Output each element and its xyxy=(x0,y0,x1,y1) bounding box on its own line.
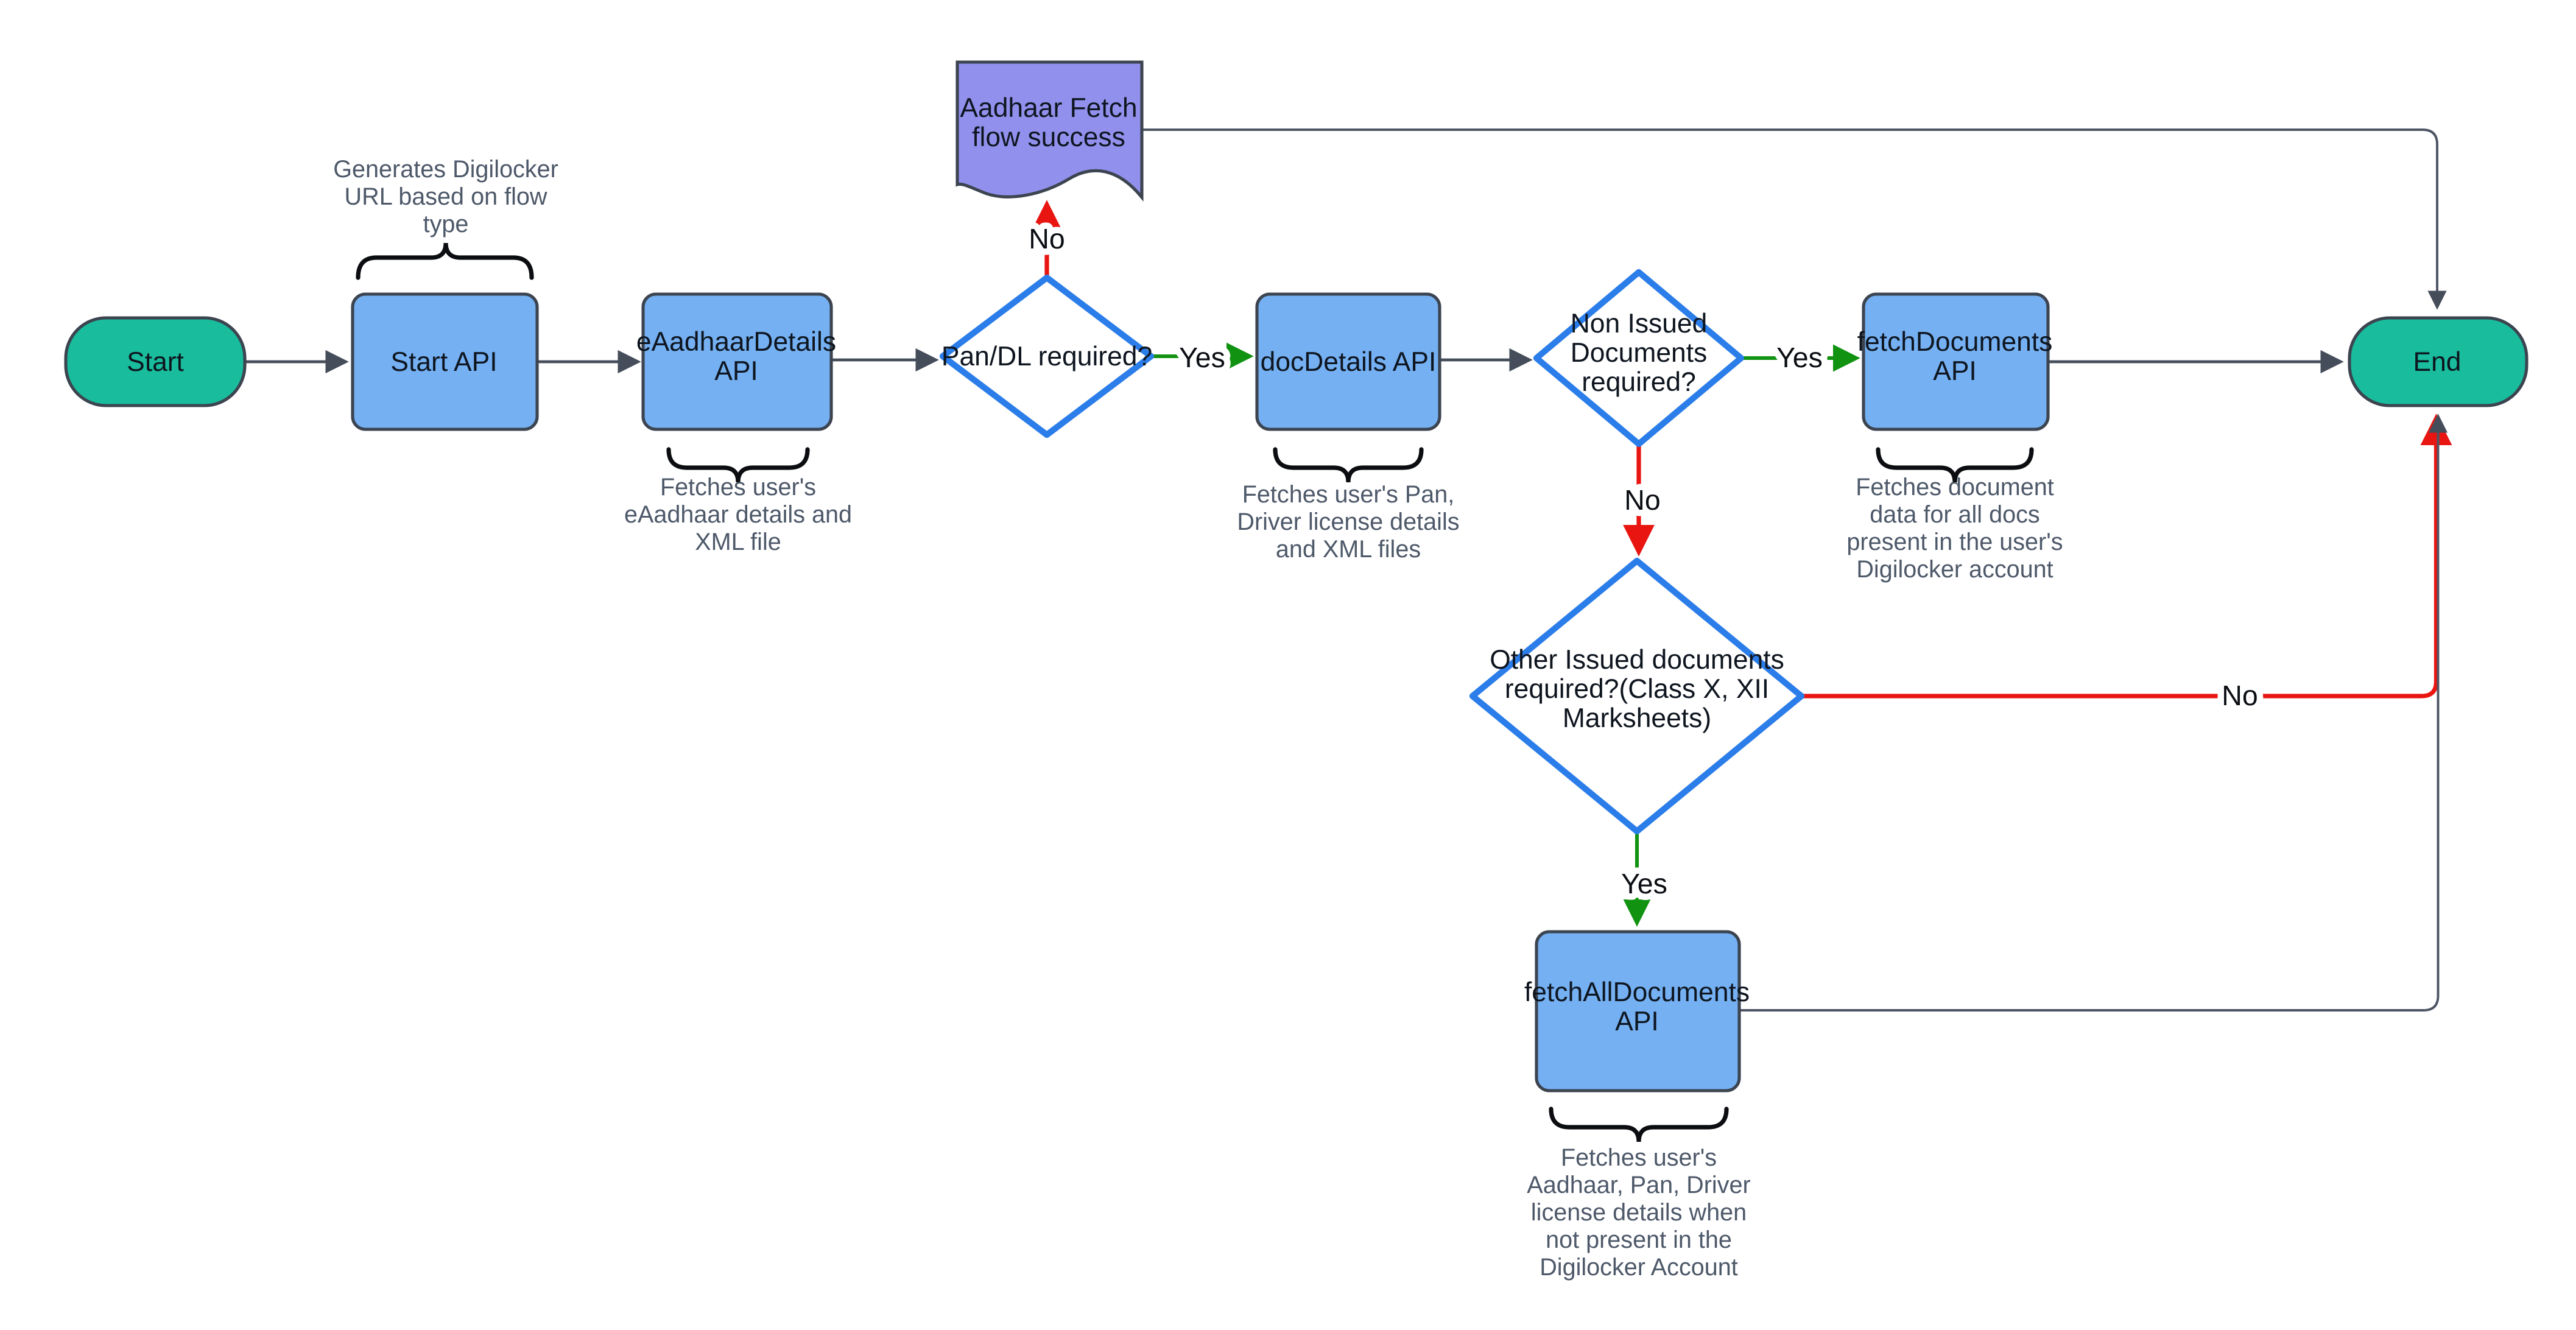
edge-label-otherissued-yes: Yes xyxy=(1621,868,1667,899)
note-fetchalldocuments-line4: not present in the xyxy=(1546,1226,1732,1253)
note-eaadhaar-line2: eAadhaar details and xyxy=(624,501,852,528)
node-aadhaar-success-label-line1: Aadhaar Fetch xyxy=(960,93,1137,123)
node-nonissued-label-line1: Non Issued xyxy=(1571,309,1708,339)
note-start-api-line2: URL based on flow xyxy=(345,183,547,210)
edge-label-pandl-yes: Yes xyxy=(1179,342,1225,373)
edge-labels: No Yes Yes No No Yes xyxy=(1022,217,2264,906)
edges xyxy=(245,128,2452,1012)
note-fetchdocuments-line4: Digilocker account xyxy=(1856,556,2053,583)
note-fetchdocuments: Fetches document data for all docs prese… xyxy=(1846,474,2063,583)
braces xyxy=(356,242,2034,1142)
edge-label-nonissued-no: No xyxy=(1624,484,1660,516)
node-fetchdocuments-label-line1: fetchDocuments xyxy=(1857,327,2053,357)
note-docdetails-line1: Fetches user's Pan, xyxy=(1242,481,1455,508)
node-nonissued-decision[interactable] xyxy=(1533,269,1745,448)
node-eaadhaar-api-label-line2: API xyxy=(714,356,758,386)
note-fetchalldocuments-line5: Digilocker Account xyxy=(1540,1254,1738,1281)
note-start-api-line3: type xyxy=(423,211,469,237)
node-otherissued-label-line1: Other Issued documents xyxy=(1490,645,1784,675)
node-end-label: End xyxy=(2413,347,2462,377)
note-fetchalldocuments: Fetches user's Aadhaar, Pan, Driver lice… xyxy=(1527,1144,1750,1281)
note-eaadhaar-line3: XML file xyxy=(695,529,781,555)
node-docdetails-api-label: docDetails API xyxy=(1261,347,1437,377)
node-start-api[interactable] xyxy=(351,292,539,431)
nodes: Start Start API eAadhaarDetails API Pan/… xyxy=(64,60,2528,1092)
node-eaadhaar-api-label-line1: eAadhaarDetails xyxy=(636,327,836,357)
note-fetchdocuments-line2: data for all docs xyxy=(1870,501,2039,528)
note-docdetails: Fetches user's Pan, Driver license detai… xyxy=(1237,481,1459,563)
node-start-label: Start xyxy=(127,347,184,377)
edge-fetchall-to-end[interactable] xyxy=(1739,413,2448,1012)
annotation-notes: Generates Digilocker URL based on flow t… xyxy=(333,156,2063,1281)
note-fetchalldocuments-line3: license details when xyxy=(1531,1199,1747,1226)
note-eaadhaar-line1: Fetches user's xyxy=(660,474,816,501)
edge-success-to-end[interactable] xyxy=(1142,128,2447,310)
edge-label-otherissued-no: No xyxy=(2222,680,2258,711)
node-end[interactable] xyxy=(2348,316,2528,407)
node-nonissued-label-line3: required? xyxy=(1582,367,1696,397)
node-fetchdocuments-label-line2: API xyxy=(1933,356,1977,386)
note-start-api: Generates Digilocker URL based on flow t… xyxy=(333,156,558,237)
note-fetchalldocuments-line2: Aadhaar, Pan, Driver xyxy=(1527,1172,1750,1198)
node-pandl-decision[interactable] xyxy=(939,274,1155,438)
note-fetchdocuments-line1: Fetches document xyxy=(1856,474,2054,501)
note-eaadhaar: Fetches user's eAadhaar details and XML … xyxy=(624,474,852,555)
node-aadhaar-success-label-line2: flow success xyxy=(972,122,1125,152)
node-docdetails-api[interactable] xyxy=(1255,292,1441,431)
node-otherissued-label-line3: Marksheets) xyxy=(1563,703,1711,733)
brace-below-docdetails xyxy=(1273,447,1424,483)
node-otherissued-decision[interactable] xyxy=(1469,557,1805,835)
node-fetchalldocuments-label-line2: API xyxy=(1615,1007,1659,1036)
edge-label-nonissued-yes: Yes xyxy=(1776,342,1823,373)
node-fetchalldocuments-label-line1: fetchAllDocuments xyxy=(1524,977,1750,1007)
brace-above-start-api xyxy=(356,242,534,280)
edge-otherissued-no-to-end[interactable] xyxy=(1801,413,2452,698)
node-fetchalldocuments-api[interactable] xyxy=(1535,930,1741,1092)
note-start-api-line1: Generates Digilocker xyxy=(333,156,558,183)
node-eaadhaar-api[interactable] xyxy=(641,292,833,431)
note-docdetails-line3: and XML files xyxy=(1276,536,1421,563)
note-docdetails-line2: Driver license details xyxy=(1237,508,1459,535)
node-pandl-decision-label: Pan/DL required? xyxy=(941,342,1152,371)
note-fetchdocuments-line3: present in the user's xyxy=(1846,529,2063,555)
note-fetchalldocuments-line1: Fetches user's xyxy=(1561,1144,1717,1171)
node-otherissued-label-line2: required?(Class X, XII xyxy=(1505,674,1769,704)
node-nonissued-label-line2: Documents xyxy=(1571,338,1708,368)
brace-below-fetchdocuments xyxy=(1876,447,2034,483)
node-aadhaar-success[interactable] xyxy=(955,60,1144,202)
brace-below-fetchalldocuments xyxy=(1549,1107,1729,1142)
node-start[interactable] xyxy=(64,316,247,407)
brace-below-eaadhaar xyxy=(666,447,810,483)
edge-label-pandl-no: No xyxy=(1029,223,1065,255)
node-start-api-label: Start API xyxy=(390,347,497,377)
node-fetchdocuments-api[interactable] xyxy=(1862,292,2050,431)
